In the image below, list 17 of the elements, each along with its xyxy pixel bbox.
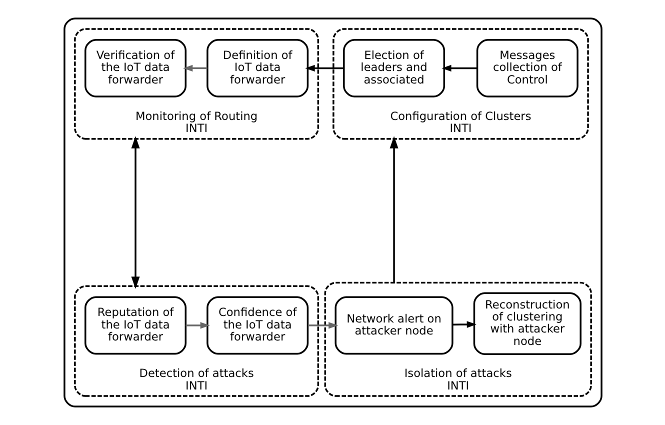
node-box: Reconstruction of clustering with attacker node: [472, 292, 581, 356]
node-box: Election of leaders and associated: [342, 39, 445, 98]
arrow: [441, 64, 477, 72]
node-box: Messages collection of Control: [476, 39, 578, 98]
node-box: Confidence of the IoT data forwarder: [206, 296, 308, 355]
arrow: [452, 321, 476, 328]
node-box: Verification of the IoT data forwarder: [84, 39, 186, 98]
arrow: [389, 136, 398, 283]
arrow: [307, 322, 338, 329]
node-box: Network alert on attacker node: [334, 296, 453, 355]
arrow: [130, 136, 140, 289]
arrow: [182, 64, 207, 72]
node-box: Reputation of the IoT data forwarder: [84, 296, 186, 355]
arrow: [185, 322, 210, 329]
arrow: [304, 64, 344, 72]
cluster: [63, 18, 602, 408]
node-box: Definition of IoT data forwarder: [206, 39, 308, 98]
